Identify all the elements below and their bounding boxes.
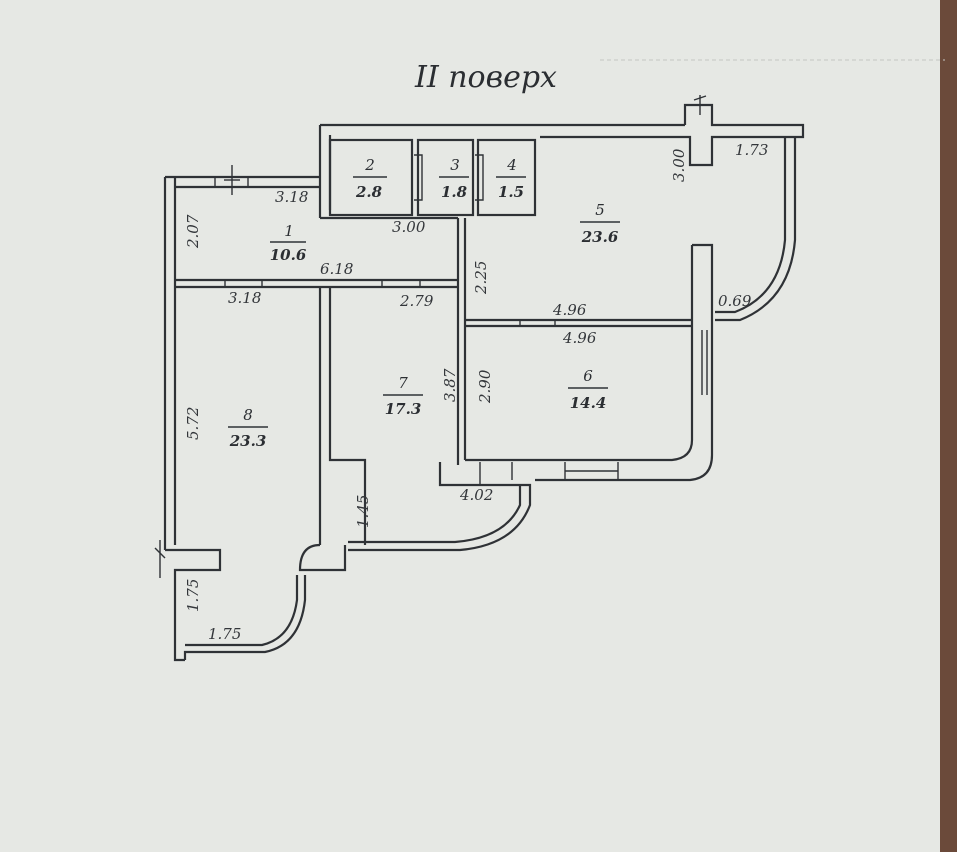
room-7-number: 7 [398, 374, 408, 392]
dim-room5-left: 2.25 [472, 261, 490, 295]
paper-edge [940, 0, 957, 852]
dim-room5-right: 3.00 [670, 148, 688, 182]
room-1-label: 1 10.6 [270, 222, 307, 264]
dim-room8-bay-side: 1.75 [184, 579, 202, 612]
room-5-number: 5 [595, 201, 605, 219]
room-2-label: 2 2.8 [353, 156, 387, 201]
room-5-area: 23.6 [581, 228, 619, 246]
room-4-label: 4 1.5 [496, 156, 526, 201]
dim-room1-bottom: 6.18 [320, 260, 353, 278]
dim-room7-right: 3.87 [441, 368, 459, 402]
dim-room1-left: 2.07 [184, 214, 202, 249]
room-4-number: 4 [506, 156, 517, 174]
dim-room6-left: 2.90 [476, 369, 494, 404]
walls [154, 95, 805, 662]
room-2-area: 2.8 [355, 183, 383, 201]
floor-title: II поверх [414, 60, 557, 95]
room-7-label: 7 17.3 [383, 374, 423, 418]
room-6-area: 14.4 [570, 394, 607, 412]
room-7-area: 17.3 [385, 400, 422, 418]
room-2-number: 2 [364, 156, 375, 174]
room-4-area: 1.5 [498, 183, 524, 201]
dimension-labels: 3.18 2.07 3.00 6.18 3.18 2.79 2.25 3.00 … [184, 141, 768, 643]
dim-room7-bay-side: 1.45 [354, 495, 372, 528]
dim-balcony-top: 1.73 [735, 141, 768, 159]
dim-room8-left: 5.72 [184, 407, 202, 440]
room-8-label: 8 23.3 [228, 406, 268, 450]
dim-room1-bottom-inner: 3.00 [392, 218, 426, 236]
dim-room7-bay: 4.02 [459, 486, 493, 504]
room-6-label: 6 14.4 [568, 367, 608, 412]
room-8-area: 23.3 [229, 432, 267, 450]
dim-room6-top: 4.96 [562, 329, 597, 347]
dim-room8-bay-bottom: 1.75 [208, 625, 241, 643]
room-3-number: 3 [450, 156, 460, 174]
room-1-area: 10.6 [270, 246, 307, 264]
room-5-label: 5 23.6 [580, 201, 620, 246]
dim-balcony-bottom: 0.69 [718, 292, 752, 310]
dim-room5-bottom: 4.96 [552, 301, 587, 319]
room-3-label: 3 1.8 [439, 156, 469, 201]
room-8-number: 8 [243, 406, 253, 424]
dim-room7-top: 2.79 [399, 292, 434, 310]
room-3-area: 1.8 [441, 183, 468, 201]
dim-room8-top: 3.18 [228, 289, 261, 307]
room-6-number: 6 [583, 367, 593, 385]
dim-room1-top: 3.18 [275, 188, 308, 206]
room-1-number: 1 [284, 222, 294, 240]
